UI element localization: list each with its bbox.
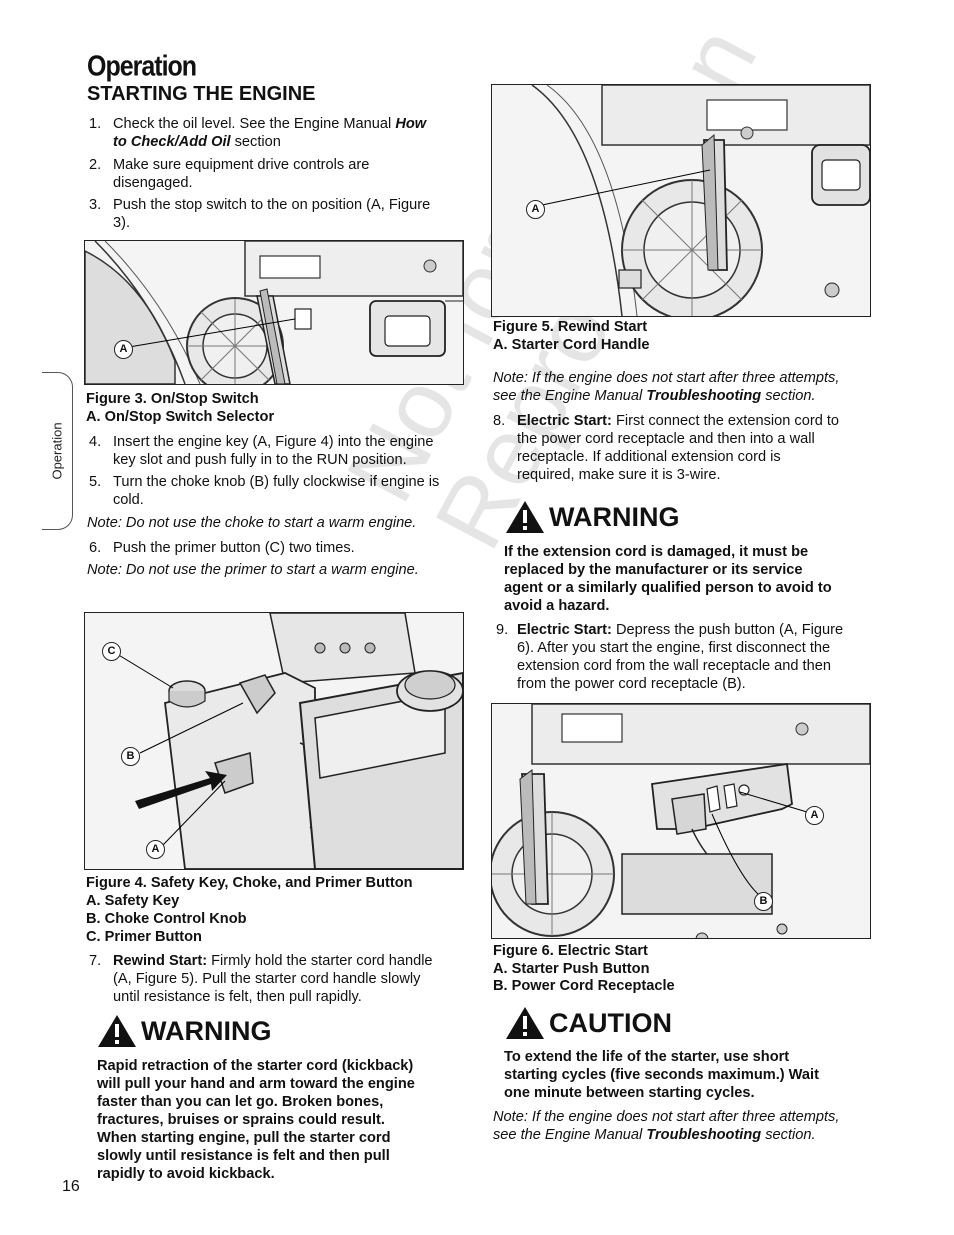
step-2: 2. Make sure equipment drive controls ar… xyxy=(89,157,370,191)
fig3-item-a: A. On/Stop Switch Selector xyxy=(86,409,275,425)
caution-body: To extend the life of the starter, use s… xyxy=(504,1049,819,1101)
fig4-callout-b: B xyxy=(121,747,140,766)
step-4: 4. Insert the engine key (A, Figure 4) i… xyxy=(89,434,434,468)
warning-2-body: If the extension cord is damaged, it mus… xyxy=(504,544,832,614)
page-number: 16 xyxy=(62,1178,80,1195)
fig6-item-a: A. Starter Push Button xyxy=(493,961,650,977)
fig4-callout-c: C xyxy=(102,642,121,661)
fig6-item-b: B. Power Cord Receptacle xyxy=(493,978,675,994)
fig3-caption: Figure 3. On/Stop Switch xyxy=(86,391,259,407)
note-attempts-2: Note: If the engine does not start after… xyxy=(493,1109,840,1143)
step-8: 8. Electric Start: First connect the ext… xyxy=(493,413,840,483)
figure-3-image: A xyxy=(84,240,464,385)
fig4-caption: Figure 4. Safety Key, Choke, and Primer … xyxy=(86,875,413,891)
warning-1-body: Rapid retraction of the starter cord (ki… xyxy=(97,1058,415,1182)
step-3: 3. Push the stop switch to the on positi… xyxy=(89,197,431,231)
step-5: 5. Turn the choke knob (B) fully clockwi… xyxy=(89,474,440,508)
step-7: 7. Rewind Start: Firmly hold the starter… xyxy=(89,953,433,1005)
warning-1-header: WARNING xyxy=(97,1012,272,1050)
note-choke: Note: Do not use the choke to start a wa… xyxy=(87,515,417,531)
page-heading: STARTING THE ENGINE xyxy=(87,83,316,105)
warning-2-header: WARNING xyxy=(505,498,680,536)
fig3-callout-a: A xyxy=(114,340,133,359)
figure-4-image: C B A xyxy=(84,612,464,870)
step-6: 6. Push the primer button (C) two times. xyxy=(89,540,355,556)
caution-header: CAUTION xyxy=(505,1004,672,1042)
fig6-callout-b: B xyxy=(754,892,773,911)
figure-5-image: A xyxy=(491,84,871,317)
caution-triangle-icon xyxy=(506,1007,544,1039)
warning-triangle-icon xyxy=(98,1015,136,1047)
fig5-item-a: A. Starter Cord Handle xyxy=(493,337,650,353)
warning-triangle-icon xyxy=(506,501,544,533)
side-tab-label: Operation xyxy=(49,422,65,480)
fig4-item-a: A. Safety Key xyxy=(86,893,180,909)
side-tab[interactable]: Operation xyxy=(42,372,73,530)
fig4-item-c: C. Primer Button xyxy=(86,929,202,945)
note-attempts-1: Note: If the engine does not start after… xyxy=(493,370,840,404)
step-9: 9. Electric Start: Depress the push butt… xyxy=(496,622,844,692)
section-title: Operation xyxy=(87,50,197,83)
step-1: 1. Check the oil level. See the Engine M… xyxy=(89,116,427,150)
fig5-caption: Figure 5. Rewind Start xyxy=(493,319,648,335)
fig6-caption: Figure 6. Electric Start xyxy=(493,943,648,959)
figure-6-image: A B xyxy=(491,703,871,939)
fig4-callout-a: A xyxy=(146,840,165,859)
fig6-callout-a: A xyxy=(805,806,824,825)
fig4-item-b: B. Choke Control Knob xyxy=(86,911,247,927)
note-primer: Note: Do not use the primer to start a w… xyxy=(87,562,419,578)
fig5-callout-a: A xyxy=(526,200,545,219)
